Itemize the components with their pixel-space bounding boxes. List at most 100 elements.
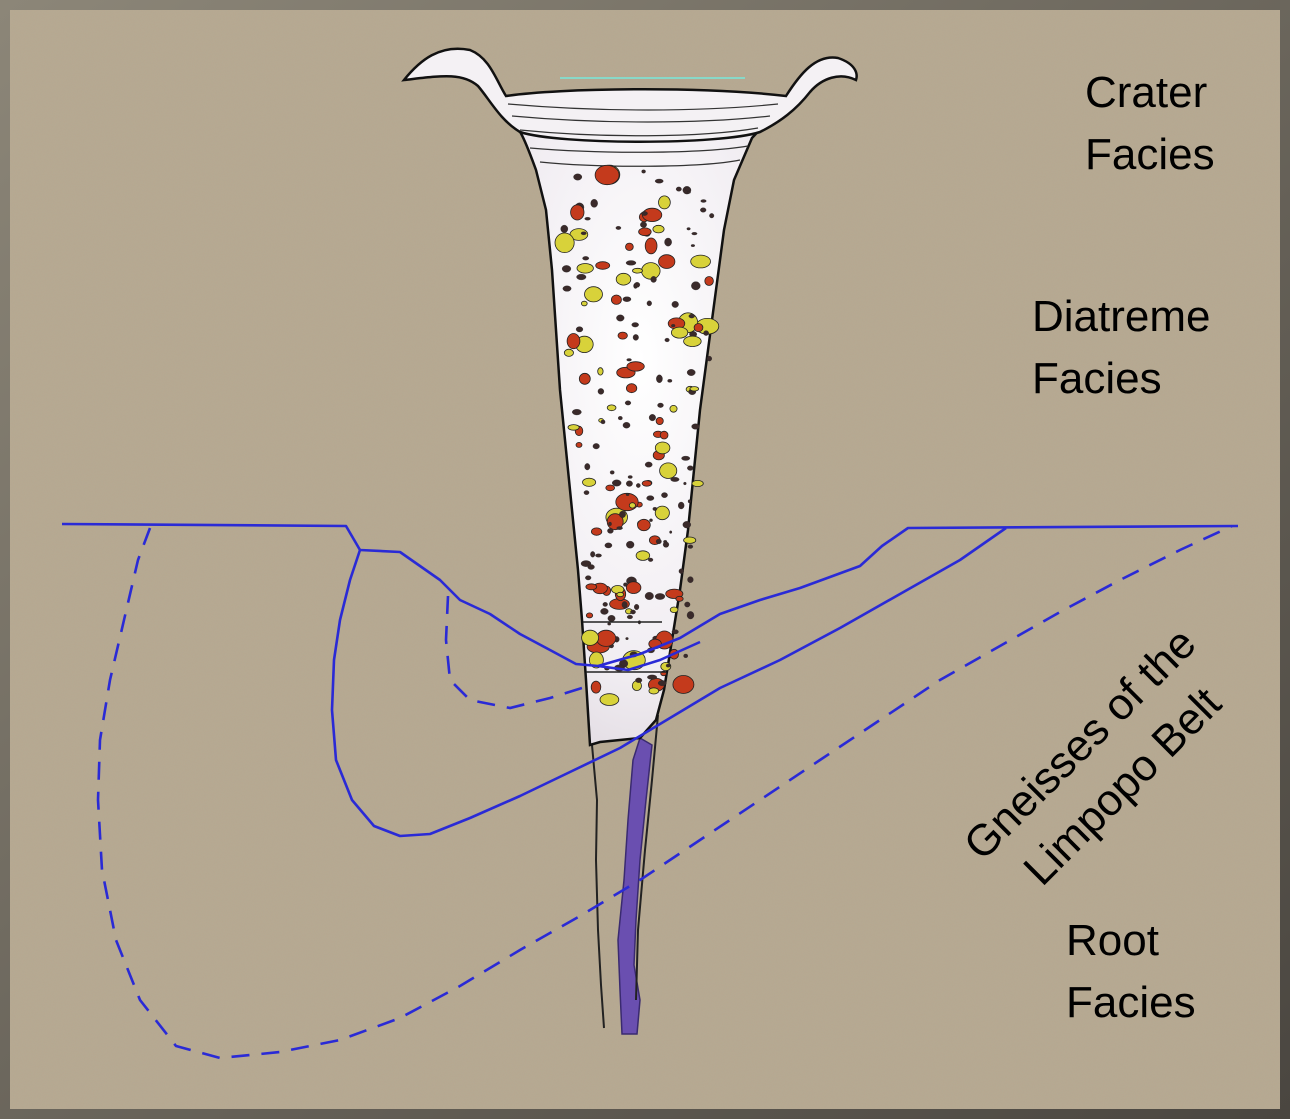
clast <box>684 336 702 346</box>
clast <box>634 282 640 287</box>
clast <box>598 368 603 375</box>
clast <box>581 232 586 235</box>
clast <box>598 388 604 394</box>
clast <box>688 545 693 549</box>
clast <box>687 192 691 194</box>
clast <box>642 481 651 487</box>
clast <box>596 630 615 646</box>
clast <box>596 262 610 270</box>
clast <box>617 592 624 596</box>
clast <box>653 225 664 233</box>
clast <box>682 456 690 460</box>
clast <box>564 349 573 356</box>
clast <box>685 187 690 191</box>
clast <box>647 301 652 306</box>
clast <box>687 611 694 619</box>
root-label-line-2: Facies <box>1066 972 1196 1034</box>
clast <box>642 170 646 173</box>
clast <box>595 554 601 557</box>
clast <box>679 569 684 574</box>
clast <box>593 443 600 449</box>
clast <box>648 558 653 562</box>
clast <box>639 228 652 236</box>
clast <box>685 602 691 607</box>
clast <box>582 630 599 645</box>
clast <box>600 694 619 706</box>
clast <box>701 200 707 203</box>
clast <box>612 480 621 486</box>
clast <box>641 211 647 215</box>
clast <box>660 463 677 479</box>
clast <box>586 613 592 618</box>
clast <box>591 681 601 693</box>
clast <box>676 596 683 601</box>
clast <box>684 482 687 485</box>
clast <box>623 583 627 587</box>
clast <box>692 232 697 235</box>
clast <box>692 424 700 430</box>
clast <box>626 493 629 496</box>
clast <box>691 255 711 268</box>
clast <box>676 187 681 191</box>
clast <box>709 213 714 218</box>
clast <box>584 491 589 495</box>
clast <box>659 255 675 269</box>
diatreme-facies-label: Diatreme Facies <box>1032 286 1211 410</box>
clast <box>607 405 616 411</box>
clast <box>607 528 613 533</box>
clast <box>651 276 657 282</box>
clast <box>591 199 598 207</box>
clast <box>601 608 609 614</box>
clast <box>688 577 694 583</box>
clast <box>658 680 666 685</box>
clast <box>655 442 670 454</box>
clast <box>670 607 678 613</box>
clast <box>690 387 699 391</box>
clast <box>608 522 611 526</box>
clast <box>574 174 582 180</box>
root-label-line-1: Root <box>1066 910 1196 972</box>
clast <box>586 584 597 590</box>
clast <box>683 521 691 528</box>
clast <box>653 507 657 510</box>
clast <box>577 264 593 274</box>
clast <box>603 602 608 606</box>
clast <box>655 179 663 183</box>
clast <box>583 256 589 260</box>
clast <box>608 623 611 626</box>
clast <box>673 676 694 694</box>
clast <box>687 228 691 231</box>
clast <box>632 323 639 328</box>
clast <box>626 481 632 487</box>
clast <box>579 373 590 384</box>
clast <box>626 582 641 594</box>
clast <box>689 314 695 318</box>
clast <box>585 576 591 580</box>
clast <box>636 483 640 487</box>
clast <box>684 537 696 543</box>
clast <box>571 205 584 220</box>
clast <box>619 511 625 518</box>
clast <box>616 315 624 321</box>
clast <box>649 519 652 522</box>
clast <box>694 324 703 332</box>
clast <box>561 225 568 233</box>
clast <box>606 485 615 491</box>
clast <box>656 375 662 383</box>
clast <box>591 528 601 535</box>
clast <box>595 165 619 184</box>
diatreme-label-line-2: Facies <box>1032 348 1211 410</box>
clast <box>704 331 709 336</box>
clast <box>635 678 642 683</box>
clast <box>645 238 657 254</box>
clast <box>611 295 621 304</box>
clast <box>630 610 635 614</box>
clast <box>687 369 695 375</box>
clast <box>645 592 654 600</box>
clast <box>618 332 627 339</box>
clast <box>670 405 677 412</box>
clast <box>576 327 583 332</box>
clast <box>633 334 639 340</box>
clast <box>636 551 650 561</box>
clast <box>707 356 712 361</box>
